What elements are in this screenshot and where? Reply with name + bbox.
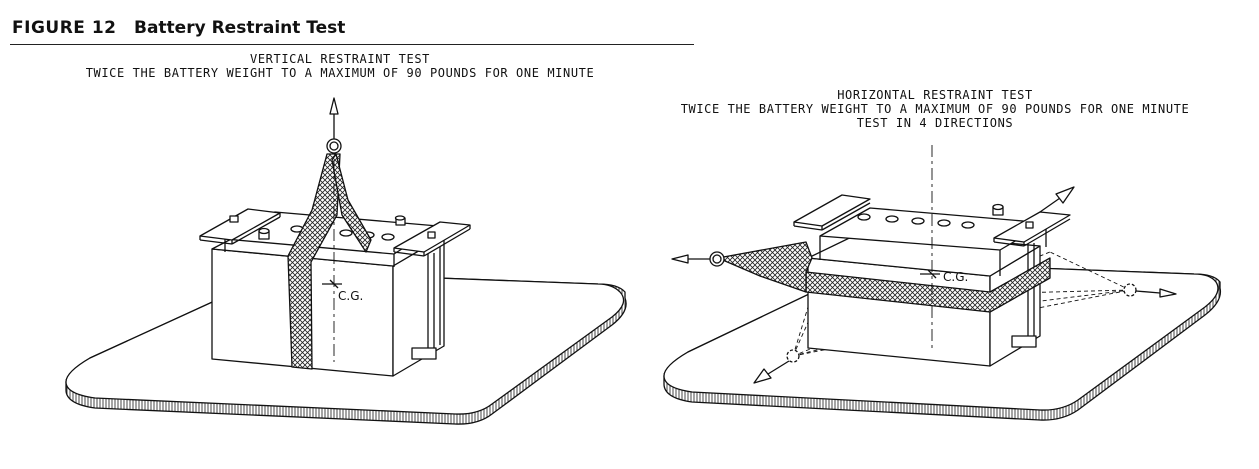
battery-box bbox=[211, 211, 445, 377]
upward-arrow bbox=[329, 97, 339, 139]
vertical-test-title: VERTICAL RESTRAINT TEST bbox=[250, 52, 430, 66]
horizontal-test-caption: HORIZONTAL RESTRAINT TEST TWICE THE BATT… bbox=[640, 88, 1230, 130]
up-right-arrow bbox=[1039, 186, 1075, 213]
figure-title: Battery Restraint Test bbox=[134, 18, 346, 38]
restraint-strap bbox=[717, 241, 1051, 313]
hold-down-plate bbox=[793, 194, 1071, 348]
pull-ring bbox=[709, 251, 725, 267]
battery-post bbox=[258, 215, 406, 240]
horizontal-test-directions: TEST IN 4 DIRECTIONS bbox=[856, 116, 1014, 130]
figure-header: FIGURE 12 Battery Restraint Test bbox=[10, 14, 694, 45]
pull-ring bbox=[1123, 283, 1137, 297]
down-left-arrow bbox=[753, 360, 790, 384]
figure-number: FIGURE 12 bbox=[12, 18, 117, 38]
vertical-cg-label: C.G. bbox=[338, 289, 363, 303]
cg-marker bbox=[920, 269, 940, 279]
vertical-test-drawing bbox=[65, 97, 627, 425]
hold-down-plate bbox=[199, 208, 471, 360]
horizontal-test-title: HORIZONTAL RESTRAINT TEST bbox=[837, 88, 1033, 102]
lifting-strap bbox=[287, 153, 372, 370]
right-arrow bbox=[1135, 288, 1177, 298]
vertical-test-caption: VERTICAL RESTRAINT TEST TWICE THE BATTER… bbox=[40, 52, 640, 80]
lifting-ring bbox=[326, 138, 342, 154]
pull-ring bbox=[786, 349, 800, 363]
horizontal-test-drawing bbox=[663, 145, 1222, 421]
horizontal-cg-label: C.G. bbox=[943, 270, 968, 284]
vertical-test-description: TWICE THE BATTERY WEIGHT TO A MAXIMUM OF… bbox=[85, 66, 595, 80]
cg-marker bbox=[322, 279, 342, 289]
horizontal-test-description: TWICE THE BATTERY WEIGHT TO A MAXIMUM OF… bbox=[680, 102, 1190, 116]
left-arrow bbox=[671, 254, 710, 264]
